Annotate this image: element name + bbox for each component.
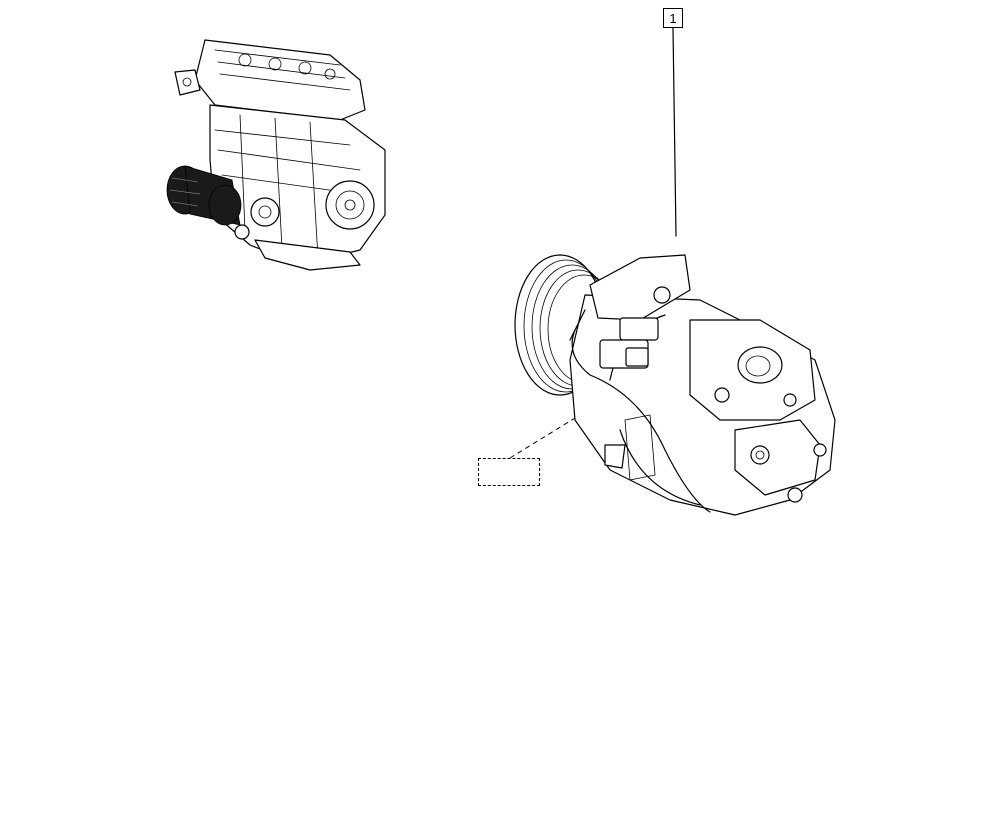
compressor-body xyxy=(514,254,836,516)
callout-1-label: 1 xyxy=(663,8,683,28)
dashed-reference-leader xyxy=(509,417,576,459)
compressor-location-highlight xyxy=(166,165,242,226)
dashed-reference-box xyxy=(478,458,540,486)
callout-1-leader-line xyxy=(672,27,677,237)
engine-block xyxy=(174,39,386,271)
